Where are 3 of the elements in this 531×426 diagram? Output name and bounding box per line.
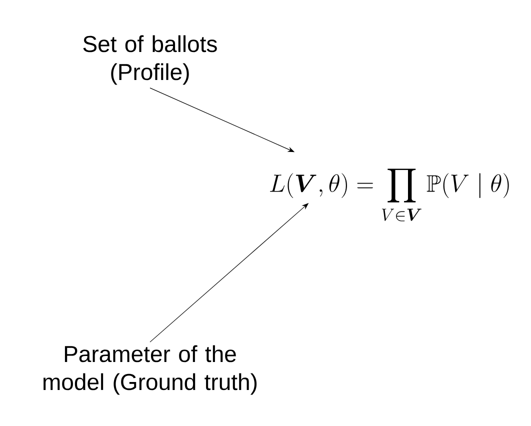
- node-label: Parameter of the model (Ground truth): [44, 345, 257, 395]
- node-label: Set of ballots (Profile): [83, 35, 217, 85]
- likelihood-formula: $L(\boldsymbol{V},\theta) = \prod_{V\in\boldsymbol{V}} \mathbb{P}(V \mid \theta)$: [270, 168, 509, 222]
